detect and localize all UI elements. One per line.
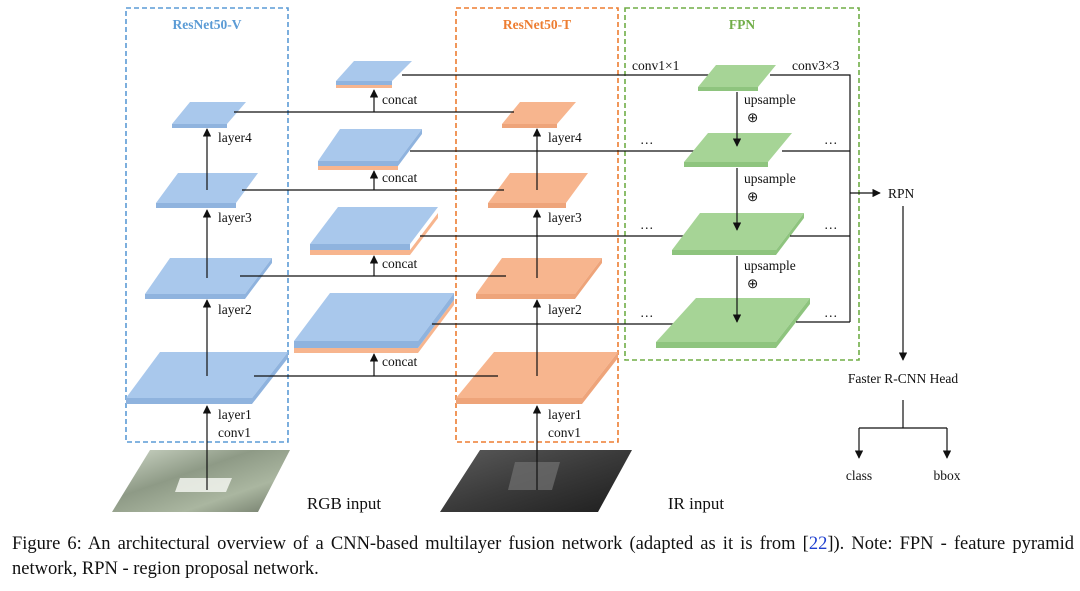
concat-plane-2 [310, 207, 438, 255]
visible-layer1-label: layer1 [218, 407, 252, 422]
fpn-output-4 [770, 74, 851, 322]
visible-layer2-label: layer2 [218, 302, 252, 317]
fpn-level2-plane [672, 213, 804, 255]
lateral-ellipsis-3: … [640, 132, 654, 147]
resnet50-t-title: ResNet50-T [503, 17, 571, 32]
ir-input-highlight [508, 462, 560, 490]
architecture-diagram: ResNet50-V ResNet50-T FPN RGB input IR i… [112, 7, 961, 513]
concat2-label: concat [382, 256, 417, 271]
concat4-label: concat [382, 92, 417, 107]
concat-plane-4 [336, 61, 412, 88]
conv3x3-label: conv3×3 [792, 58, 840, 73]
caption-text-after: ]). Note: FPN - feature pyramid network,… [12, 534, 1074, 579]
thermal-layer4-label: layer4 [548, 130, 582, 145]
lateral-ellipsis-1: … [640, 305, 654, 320]
caption-text-before: Figure 6: An architectural overview of a… [12, 534, 809, 554]
concat-plane-1 [294, 293, 454, 353]
upsample-label-2: upsample [744, 171, 796, 186]
thermal-conv1-label: conv1 [548, 425, 581, 440]
rgb-input-label: RGB input [307, 494, 381, 513]
visible-layer2-plane [145, 258, 272, 299]
ir-input-label: IR input [668, 494, 724, 513]
upsample-label-1: upsample [744, 92, 796, 107]
lateral-ellipsis-2: … [640, 217, 654, 232]
caption-reference-link[interactable]: 22 [808, 534, 828, 554]
output-ellipsis-3: … [824, 132, 838, 147]
output-ellipsis-1: … [824, 305, 838, 320]
concat3-label: concat [382, 170, 417, 185]
fpn-box [624, 7, 860, 361]
concat-plane-3 [318, 129, 422, 170]
plus-icon-1: ⊕ [747, 110, 758, 125]
faster-rcnn-head-label: Faster R-CNN Head [848, 371, 958, 386]
visible-layer4-plane [172, 102, 246, 128]
resnet50-v-title: ResNet50-V [173, 17, 242, 32]
visible-layer4-label: layer4 [218, 130, 252, 145]
bbox-label: bbox [934, 468, 961, 483]
plus-icon-2: ⊕ [747, 189, 758, 204]
thermal-layer4-plane [502, 102, 576, 128]
thermal-layer3-label: layer3 [548, 210, 582, 225]
thermal-layer1-label: layer1 [548, 407, 582, 422]
thermal-layer2-label: layer2 [548, 302, 582, 317]
visible-layer3-label: layer3 [218, 210, 252, 225]
plus-icon-3: ⊕ [747, 276, 758, 291]
fpn-title: FPN [729, 17, 755, 32]
visible-conv1-label: conv1 [218, 425, 251, 440]
figure-caption: Figure 6: An architectural overview of a… [12, 532, 1074, 582]
rgb-input-highlight [175, 478, 232, 492]
fpn-level4-plane [698, 65, 776, 91]
rpn-label: RPN [888, 186, 915, 201]
conv1x1-label: conv1×1 [632, 58, 679, 73]
concat1-label: concat [382, 354, 417, 369]
fpn-level3-plane [684, 133, 792, 167]
upsample-label-3: upsample [744, 258, 796, 273]
fpn-level1-plane [656, 298, 810, 348]
thermal-layer3-plane [488, 173, 588, 208]
output-ellipsis-2: … [824, 217, 838, 232]
thermal-layer2-plane [476, 258, 602, 299]
class-label: class [846, 468, 872, 483]
